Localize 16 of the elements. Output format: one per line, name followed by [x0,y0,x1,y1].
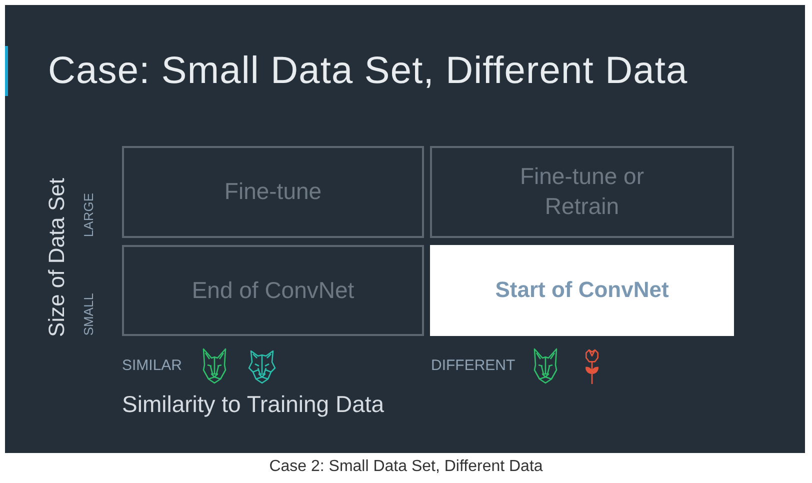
axis-category: LARGE [82,192,95,237]
quadrant-box [122,245,424,336]
quadrant-label: End of ConvNet [192,276,354,305]
quadrant-label: Fine-tune or Retrain [518,162,645,221]
slide-title: Case: Small Data Set, Different Data [48,49,688,94]
quadrant-box [430,146,734,238]
axis-category: DIFFERENT [431,357,516,376]
axis-title: Size of Data Set [46,178,68,337]
axis-category: SMALL [82,293,95,336]
quadrant-label: Fine-tune [224,177,322,206]
figure-caption: Case 2: Small Data Set, Different Data [269,457,543,477]
axis-title: Similarity to Training Data [122,390,384,419]
axis-category: SIMILAR [122,357,182,376]
quadrant-label: Start of ConvNet [495,276,669,304]
highlighted-quadrant-box [430,245,734,336]
quadrant-box [122,146,424,238]
